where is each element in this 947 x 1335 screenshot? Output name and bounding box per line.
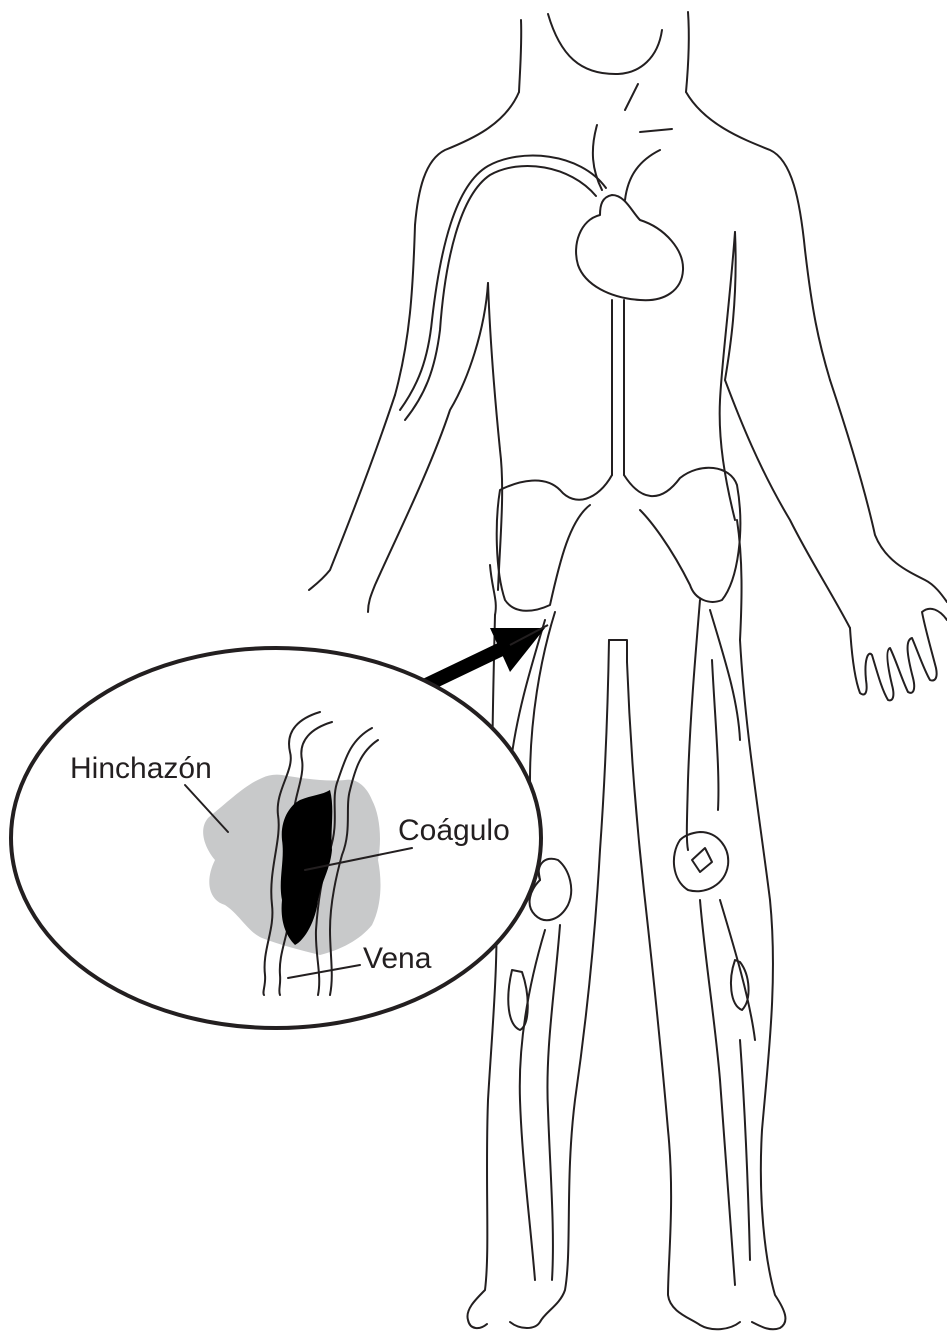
left-subclavian-outer	[405, 166, 596, 420]
torso-left	[488, 283, 502, 590]
left-shoulder	[395, 92, 519, 395]
right-leg-outer	[740, 640, 785, 1329]
left-calf-vein-a	[520, 930, 545, 1280]
right-knee-network	[674, 832, 728, 891]
right-calf-vein-b	[720, 900, 755, 1040]
vein-label: Vena	[363, 942, 432, 975]
neck-left	[519, 20, 521, 92]
left-arm-inner	[368, 283, 488, 612]
throat-mark	[625, 84, 638, 110]
right-leg-inner	[627, 662, 740, 1329]
left-iliac-loop	[497, 475, 612, 611]
clavicle-mark	[640, 129, 672, 132]
clot-label: Coágulo	[398, 814, 510, 847]
jugular-right	[625, 150, 660, 200]
right-hand	[850, 609, 947, 701]
magnified-inset: Hinchazón Coágulo Vena	[11, 648, 541, 1028]
right-knee-loop	[692, 848, 712, 872]
left-calf-vein-b	[547, 925, 560, 1280]
crotch	[609, 640, 627, 662]
left-hip	[490, 565, 496, 615]
heart	[576, 195, 683, 300]
right-arm-outer	[830, 380, 947, 602]
neck-right	[686, 12, 689, 92]
right-calf-vein-a	[700, 900, 735, 1285]
right-arm-inner	[725, 232, 850, 628]
right-shoulder	[686, 92, 830, 380]
right-femoral-b	[710, 610, 740, 740]
right-femoral-c	[712, 660, 718, 810]
right-iliac-loop	[624, 468, 740, 602]
left-arm-outer	[309, 395, 395, 590]
chin	[548, 14, 662, 74]
swelling-label: Hinchazón	[70, 752, 212, 785]
right-calf-vein-c	[740, 1040, 750, 1260]
right-femoral-a	[687, 600, 700, 850]
